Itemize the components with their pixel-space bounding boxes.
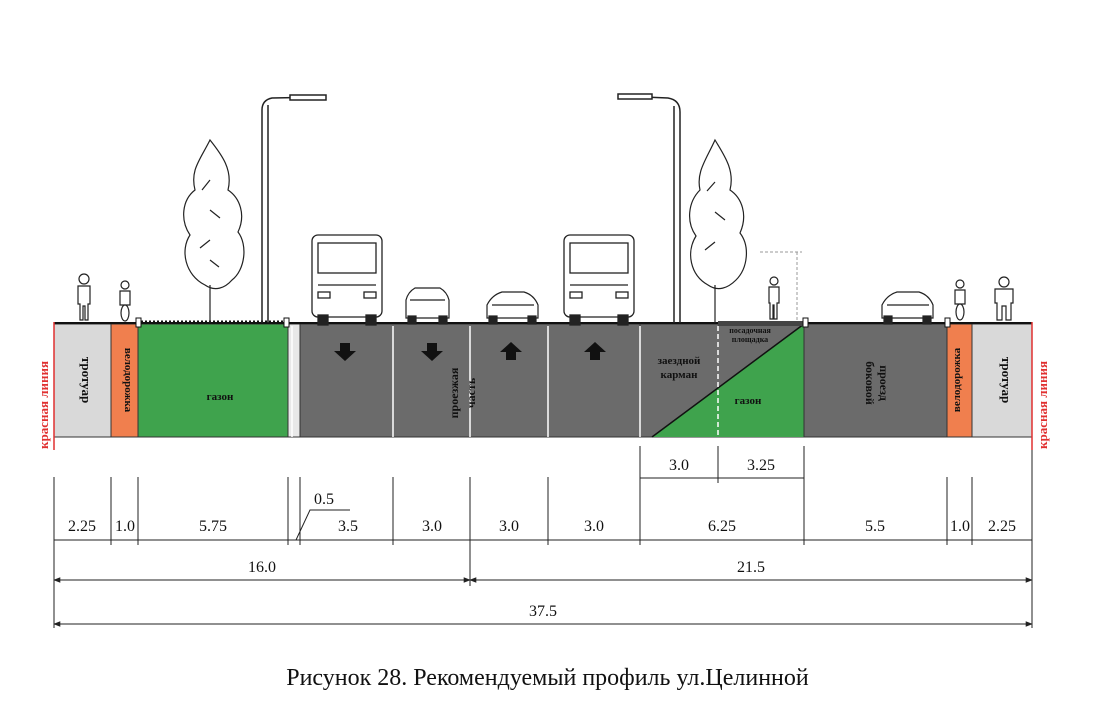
bike-lane-left-band <box>110 323 139 438</box>
dim-label: 2.25 <box>68 518 96 535</box>
zone-labels: тротуар велодорожка газон проезжая часть… <box>79 326 1014 418</box>
dim-label: 5.5 <box>865 518 885 535</box>
street-lamp-right <box>617 93 681 323</box>
car-icon <box>881 291 934 325</box>
red-lines: красная линия красная линия <box>36 322 1050 450</box>
cross-section-bands <box>53 317 1033 438</box>
arrow-up-icon <box>584 342 606 360</box>
bike-lane-right-label: велодорожка <box>951 347 963 412</box>
street-lamp-left <box>261 94 327 323</box>
dim-label: 0.5 <box>314 491 334 508</box>
figure-caption: Рисунок 28. Рекомендуемый профиль ул.Цел… <box>286 665 809 691</box>
curb <box>944 317 951 328</box>
red-line-label-left: красная линия <box>36 361 51 449</box>
bus-stop-pavilion <box>760 251 802 320</box>
car-icon <box>405 287 450 325</box>
platform-label-2: площадка <box>732 335 768 344</box>
dim-label: 3.5 <box>338 518 358 535</box>
tree-right-icon <box>689 138 747 323</box>
side-road-label-1: боковой <box>863 361 877 405</box>
separator-strip-band <box>287 323 301 438</box>
dim-label: 37.5 <box>529 603 557 620</box>
cyclist-icon <box>954 279 966 321</box>
bay-label-1: заездной <box>658 355 701 367</box>
lawn-right-label: газон <box>735 395 762 407</box>
dim-label: 2.25 <box>988 518 1016 535</box>
carriageway-label-2: часть <box>464 377 478 408</box>
lawn-left-label: газон <box>207 391 234 403</box>
platform-label-1: посадочная <box>729 326 771 335</box>
lawn-left-band <box>137 323 289 438</box>
dim-label: 16.0 <box>248 559 276 576</box>
dim-label: 3.0 <box>584 518 604 535</box>
dim-label: 1.0 <box>950 518 970 535</box>
dim-label: 3.0 <box>422 518 442 535</box>
sidewalk-right-band <box>971 323 1033 438</box>
curb <box>135 317 142 328</box>
dimension-labels: 3.0 3.25 0.5 2.25 1.0 5.75 3.5 3.0 3.0 3… <box>68 457 1016 620</box>
dim-label: 21.5 <box>737 559 765 576</box>
carriageway-label-1: проезжая <box>447 367 461 418</box>
bike-lane-left-label: велодорожка <box>122 348 134 413</box>
cyclist-icon <box>119 280 131 322</box>
side-road-label-2: проезд <box>877 365 891 401</box>
sidewalk-left-band <box>53 323 112 438</box>
dim-label: 3.25 <box>747 457 775 474</box>
pedestrian-icon <box>994 276 1014 321</box>
arrow-down-icon <box>421 343 443 361</box>
bay-label-2: карман <box>661 369 699 381</box>
bus-right-icon <box>563 234 635 326</box>
lane-arrows <box>334 342 606 361</box>
curb <box>802 317 809 328</box>
dim-label: 5.75 <box>199 518 227 535</box>
dim-label: 3.0 <box>499 518 519 535</box>
dimension-lines <box>53 446 1033 628</box>
dim-label: 1.0 <box>115 518 135 535</box>
pedestrian-icon <box>77 273 91 321</box>
red-line-label-right: красная линия <box>1035 361 1050 449</box>
dim-label: 6.25 <box>708 518 736 535</box>
car-icon <box>486 291 539 325</box>
arrow-down-icon <box>334 343 356 361</box>
dim-label: 3.0 <box>669 457 689 474</box>
arrow-up-icon <box>500 342 522 360</box>
boarding-platform <box>718 321 804 326</box>
curb <box>283 317 290 328</box>
tree-left-icon <box>183 138 245 323</box>
bus-left-icon <box>311 234 383 326</box>
sidewalk-left-label: тротуар <box>79 357 94 403</box>
bay-diagonal <box>651 323 805 438</box>
pedestrian-icon <box>768 276 780 320</box>
sidewalk-right-label: тротуар <box>999 357 1014 403</box>
